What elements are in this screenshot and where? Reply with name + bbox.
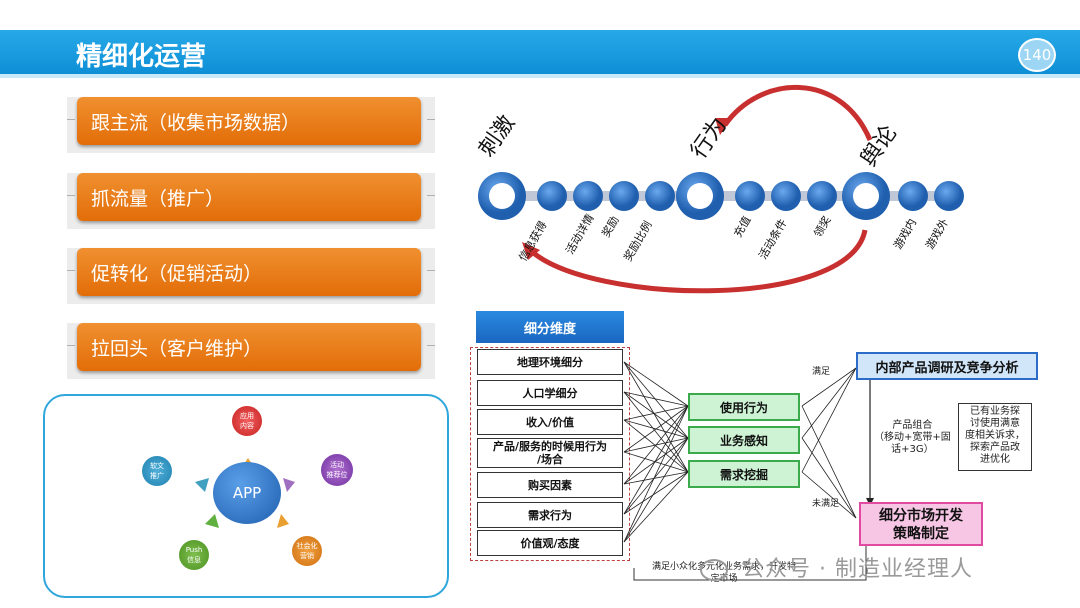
dimension-item: 需求行为 [477,502,623,528]
demand-box: 需求挖掘 [688,460,800,488]
node-social: 社会化 营销 [292,536,322,566]
arrow-left-icon [195,478,209,492]
stage-stimulus: 刺激 [474,111,520,161]
dimension-item: 地理环境细分 [477,349,623,375]
cycle-label: 游戏外 [923,216,951,251]
app-arrows [195,458,295,528]
slide-header: 精细化运营 [0,30,1080,78]
node-push: Push 信息 [179,540,209,570]
satisfied-label: 满足 [812,367,831,377]
cycle-arrow-top [722,84,873,141]
node-activity: 活动 推荐位 [321,454,353,486]
cycle-diagram: 刺激 行为 舆论 信息获得 活动详情 奖励 奖励比例 充值 活动条件 领奖 游戏… [474,84,964,294]
arrow-down-left-icon [205,514,219,528]
step-row: 跟主流（收集市场数据） [67,97,435,153]
step-row: 促转化（促销活动） [67,248,435,304]
step-2[interactable]: 抓流量（推广） [77,173,421,221]
segment-header: 细分维度 [476,311,624,343]
cycle-label: 游戏内 [890,216,919,252]
arrow-right-icon [283,478,295,492]
cycle-label: 充值 [730,213,753,239]
cycle-label: 活动条件 [755,216,789,261]
dimension-item: 产品/服务的时候用行为 /场合 [477,438,623,468]
behavior-box: 使用行为 [688,393,800,421]
step-3[interactable]: 促转化（促销活动） [77,248,421,296]
page-number: 140 [1018,38,1056,72]
analysis-box: 内部产品调研及竞争分析 [856,352,1038,380]
step-1[interactable]: 跟主流（收集市场数据） [77,97,421,145]
unsatisfied-label: 未满足 [812,499,840,509]
connector-lines [623,361,874,581]
market-strategy-box: 细分市场开发 策略制定 [859,502,983,546]
perception-box: 业务感知 [688,426,800,454]
slide-title: 精细化运营 [76,42,207,72]
cycle-label: 奖励 [598,213,621,239]
dimension-item: 价值观/态度 [477,530,623,556]
cycle-arrow-bottom [528,229,868,294]
app-center: APP [213,462,281,524]
step-4[interactable]: 拉回头（客户维护） [77,323,421,371]
app-diagram: APP 应用 内容 活动 推荐位 社会化 营销 Push 信息 软文 推广 [43,394,449,598]
arrow-down-right-icon [277,514,289,528]
step-row: 抓流量（推广） [67,173,435,229]
dimension-item: 人口学细分 [477,380,623,406]
node-content: 应用 内容 [232,406,262,436]
note-box: 已有业务探 讨使用满意 度相关诉求， 探索产品改 进优化 [958,403,1032,471]
step-row: 拉回头（客户维护） [67,323,435,379]
cycle-label: 领奖 [810,213,833,239]
watermark: 公众号 · 制造业经理人 [700,551,973,583]
cycle-label: 信息获得 [515,218,549,263]
cycle-label: 活动详情 [562,211,596,256]
combo-text: 产品组合 （移动+宽带+固 话+3G） [874,420,951,455]
dimension-item: 收入/价值 [477,409,623,435]
wechat-icon [700,559,728,581]
cycle-label: 奖励比例 [620,218,654,263]
watermark-text: 公众号 · 制造业经理人 [742,557,973,582]
dimension-item: 购买因素 [477,472,623,498]
node-article: 软文 推广 [142,456,172,486]
